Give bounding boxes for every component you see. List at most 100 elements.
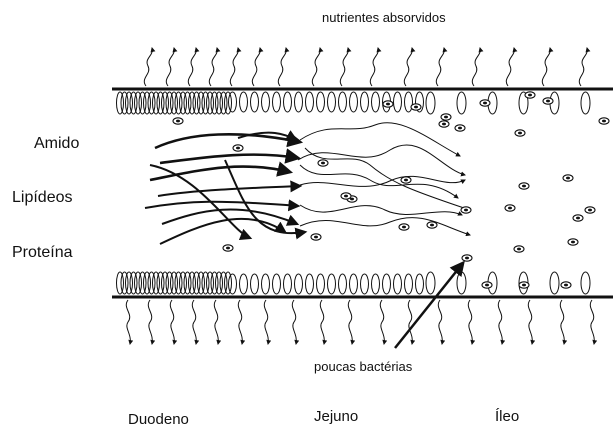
wavy-arrow-icon: [251, 47, 264, 87]
villus-icon: [272, 91, 281, 113]
bacterium-icon: [479, 99, 491, 107]
villus-icon: [170, 91, 178, 115]
villus-icon: [305, 91, 314, 113]
wavy-arrow-icon: [143, 47, 156, 87]
wavy-arrow-icon: [578, 47, 591, 87]
villus-icon: [138, 271, 147, 295]
villus-icon: [415, 91, 424, 113]
villus-icon: [360, 273, 369, 295]
villus-icon: [129, 91, 138, 115]
flow-arrow: [304, 147, 471, 212]
few-bacteria-label: poucas bactérias: [314, 359, 413, 374]
villus-icon: [134, 271, 142, 295]
villus-icon: [456, 91, 467, 115]
starch-label: Amido: [34, 135, 80, 152]
villus-icon: [250, 91, 259, 113]
villus-icon: [283, 273, 292, 295]
bacterium-icon: [518, 182, 530, 190]
bacterium-icon: [382, 100, 394, 108]
villus-icon: [228, 91, 237, 113]
upper-villi: [116, 91, 591, 115]
villus-icon: [456, 271, 467, 295]
ileum-label: Íleo: [495, 408, 520, 425]
absorption-arrows-down: [125, 299, 598, 345]
villus-icon: [272, 273, 281, 295]
villus-icon: [147, 91, 156, 115]
villus-icon: [261, 273, 270, 295]
wavy-arrow-icon: [191, 299, 200, 345]
villus-icon: [174, 91, 183, 115]
bacterium-icon: [232, 144, 244, 152]
villus-icon: [219, 91, 228, 115]
villus-icon: [170, 271, 178, 295]
bacterium-icon: [518, 281, 530, 289]
bacterium-icon: [460, 206, 472, 214]
flow-arrow: [299, 164, 459, 199]
villus-icon: [261, 91, 270, 113]
villus-icon: [327, 91, 336, 113]
nutrient-flow-arrows: [144, 122, 471, 245]
villus-icon: [239, 91, 248, 113]
flow-arrow: [157, 180, 303, 197]
flow-arrow: [149, 161, 294, 182]
villus-icon: [125, 271, 133, 295]
villus-icon: [404, 273, 413, 295]
wavy-arrow-icon: [229, 47, 242, 87]
wavy-arrow-icon: [497, 299, 506, 345]
villus-icon: [580, 271, 591, 295]
flow-arrow: [224, 159, 308, 240]
lipids-label: Lipídeos: [12, 189, 73, 206]
wavy-arrow-icon: [437, 299, 446, 345]
absorbed-nutrients-label: nutrientes absorvidos: [322, 10, 446, 25]
wavy-arrow-icon: [165, 47, 178, 87]
villus-icon: [129, 271, 138, 295]
wavy-arrow-icon: [311, 47, 324, 87]
bacterium-icon: [340, 192, 352, 200]
villus-icon: [201, 271, 210, 295]
bacterium-icon: [400, 176, 412, 184]
bacterium-icon: [514, 129, 526, 137]
flow-arrow: [159, 217, 287, 245]
villus-icon: [125, 91, 133, 115]
villus-icon: [206, 271, 214, 295]
flow-arrow: [299, 122, 461, 157]
flow-arrow: [159, 148, 302, 165]
wavy-arrow-icon: [527, 299, 536, 345]
bacterium-icon: [398, 223, 410, 231]
villus-icon: [210, 91, 219, 115]
villus-icon: [161, 91, 169, 115]
bacterium-icon: [562, 174, 574, 182]
bacterium-icon: [524, 91, 536, 99]
villus-icon: [138, 91, 147, 115]
wavy-arrow-icon: [339, 47, 352, 87]
flow-arrow: [149, 164, 253, 240]
villus-icon: [152, 91, 160, 115]
bacterium-icon: [454, 124, 466, 132]
flow-arrow: [237, 130, 299, 142]
villus-icon: [382, 273, 391, 295]
bacterium-icon: [572, 214, 584, 222]
villus-icon: [294, 273, 303, 295]
bacterium-icon: [172, 117, 184, 125]
wavy-arrow-icon: [467, 299, 476, 345]
bacterium-icon: [317, 159, 329, 167]
villus-icon: [518, 91, 529, 115]
villus-icon: [165, 91, 174, 115]
bacterium-icon: [461, 254, 473, 262]
villus-icon: [393, 273, 402, 295]
wavy-arrow-icon: [147, 299, 156, 345]
villus-icon: [404, 91, 413, 113]
villus-icon: [239, 273, 248, 295]
villus-icon: [338, 273, 347, 295]
villus-icon: [580, 91, 591, 115]
bacterium-icon: [426, 221, 438, 229]
wavy-arrow-icon: [589, 299, 598, 345]
villus-icon: [161, 271, 169, 295]
villus-icon: [215, 271, 223, 295]
villus-icon: [415, 273, 424, 295]
protein-label: Proteína: [12, 244, 73, 261]
villus-icon: [147, 271, 156, 295]
bacterium-icon: [504, 204, 516, 212]
villus-icon: [393, 91, 402, 113]
flow-arrow: [297, 144, 466, 177]
